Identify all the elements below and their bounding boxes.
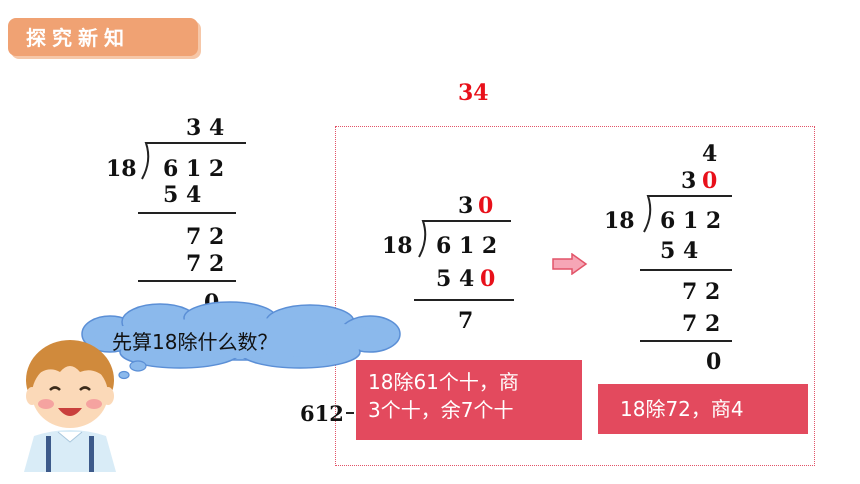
right-quotient-ones: 4 <box>702 141 718 167</box>
right-arrow-icon <box>552 253 588 275</box>
solution-frame <box>335 126 815 466</box>
right-line-1 <box>640 269 732 271</box>
middle-caption-line-2: 3个十，余7个十 <box>368 398 514 422</box>
right-caption: 18除72，商4 <box>598 384 808 434</box>
section-tag <box>8 18 198 56</box>
middle-caption-line-1: 18除61个十，商 <box>368 370 519 394</box>
right-divisor: 18 <box>604 208 635 234</box>
right-division-bracket <box>643 195 732 233</box>
left-step1-remainder: 7 2 <box>186 224 225 250</box>
left-division-bracket <box>141 142 246 180</box>
thought-bubble-text: 先算18除什么数？ <box>112 330 278 354</box>
right-step2-product: 7 2 <box>682 311 721 337</box>
right-quotient-tens: 3 <box>681 168 697 194</box>
middle-caption: 18除61个十，商 3个十，余7个十 <box>356 360 582 440</box>
middle-product-digits: 5 4 <box>436 266 475 292</box>
right-line-2 <box>640 340 732 342</box>
answer-label: 34 <box>458 80 489 106</box>
right-step1-remainder: 7 2 <box>682 279 721 305</box>
section-title: 探究新知 <box>26 26 130 50</box>
middle-remainder: 7 <box>458 308 474 334</box>
middle-line <box>414 299 514 301</box>
right-step1-product: 5 4 <box>660 238 699 264</box>
left-step1-product: 5 4 <box>163 182 202 208</box>
left-divisor: 18 <box>106 156 137 182</box>
boy-illustration <box>24 340 116 472</box>
right-quotient-zero: 0 <box>702 168 718 194</box>
partial-dash <box>346 412 354 414</box>
left-line-1 <box>138 212 236 214</box>
middle-dividend: 6 1 2 <box>436 233 498 259</box>
middle-quotient-zero: 0 <box>478 193 494 219</box>
left-dividend: 6 1 2 <box>163 156 225 182</box>
left-line-2 <box>138 280 236 282</box>
middle-quotient-digit: 3 <box>458 193 474 219</box>
middle-product-zero: 0 <box>480 266 496 292</box>
thought-cloud <box>81 301 401 380</box>
right-dividend: 6 1 2 <box>660 208 722 234</box>
left-step2-product: 7 2 <box>186 251 225 277</box>
partial-label: 612 <box>300 401 344 426</box>
right-caption-text: 18除72，商4 <box>620 397 744 421</box>
left-quotient: 3 4 <box>186 115 225 141</box>
middle-divisor: 18 <box>382 233 413 259</box>
middle-division-bracket <box>418 220 511 258</box>
right-final-remainder: 0 <box>706 349 722 375</box>
